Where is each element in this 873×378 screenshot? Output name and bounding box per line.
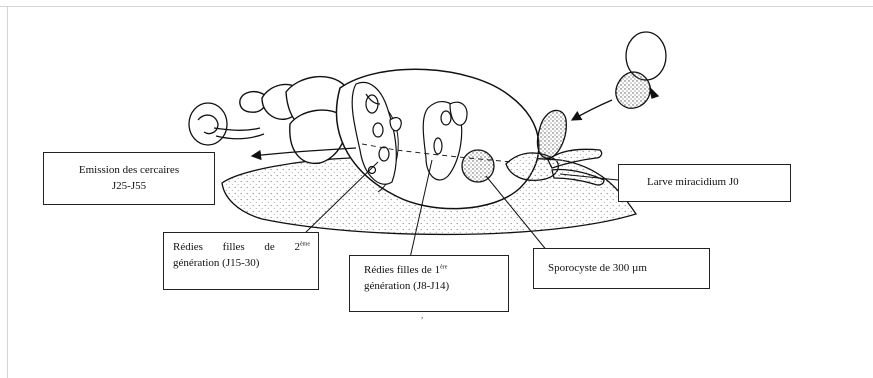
snail-shell: [240, 77, 348, 164]
label-redies-first-generation: Rédies filles de 1ère génération (J8-J14…: [349, 255, 509, 312]
label-redies-second-generation: Rédies filles de 2ème génération (J15-30…: [163, 232, 319, 290]
label-emission-cercaires: Emission des cercaires J25-J55: [43, 152, 215, 205]
label-redies1-line1: Rédies filles de 1ère: [364, 263, 500, 279]
penetrating-larva-icon: [538, 110, 567, 158]
label-redies2-ordinal: 2ème: [295, 241, 311, 253]
label-redies2-line2: génération (J15-30): [173, 256, 310, 272]
label-redies1-sup: ère: [440, 264, 447, 270]
miracidium-icon: [616, 32, 666, 108]
infection-arrow: [572, 100, 612, 120]
label-cercaires-line2: J25-J55: [44, 179, 214, 195]
sporocyst: [462, 150, 494, 182]
label-redies2-line1: Rédies filles de 2ème: [173, 240, 310, 256]
label-redies2-word1: Rédies: [173, 241, 203, 253]
label-miracidium-text: Larve miracidium J0: [647, 176, 739, 188]
label-redies2-word3: de: [264, 241, 274, 253]
label-sporocyste: Sporocyste de 300 µm: [533, 248, 710, 289]
label-redies2-word2: filles: [223, 241, 245, 253]
label-sporocyste-text: Sporocyste de 300 µm: [548, 262, 647, 274]
label-redies1-line2: génération (J8-J14): [364, 279, 500, 295]
label-larve-miracidium: Larve miracidium J0: [618, 164, 791, 202]
label-cercaires-line1: Emission des cercaires: [44, 163, 214, 179]
label-redies2-sup: ème: [300, 241, 310, 247]
label-redies1-text: Rédies filles de 1: [364, 264, 440, 276]
